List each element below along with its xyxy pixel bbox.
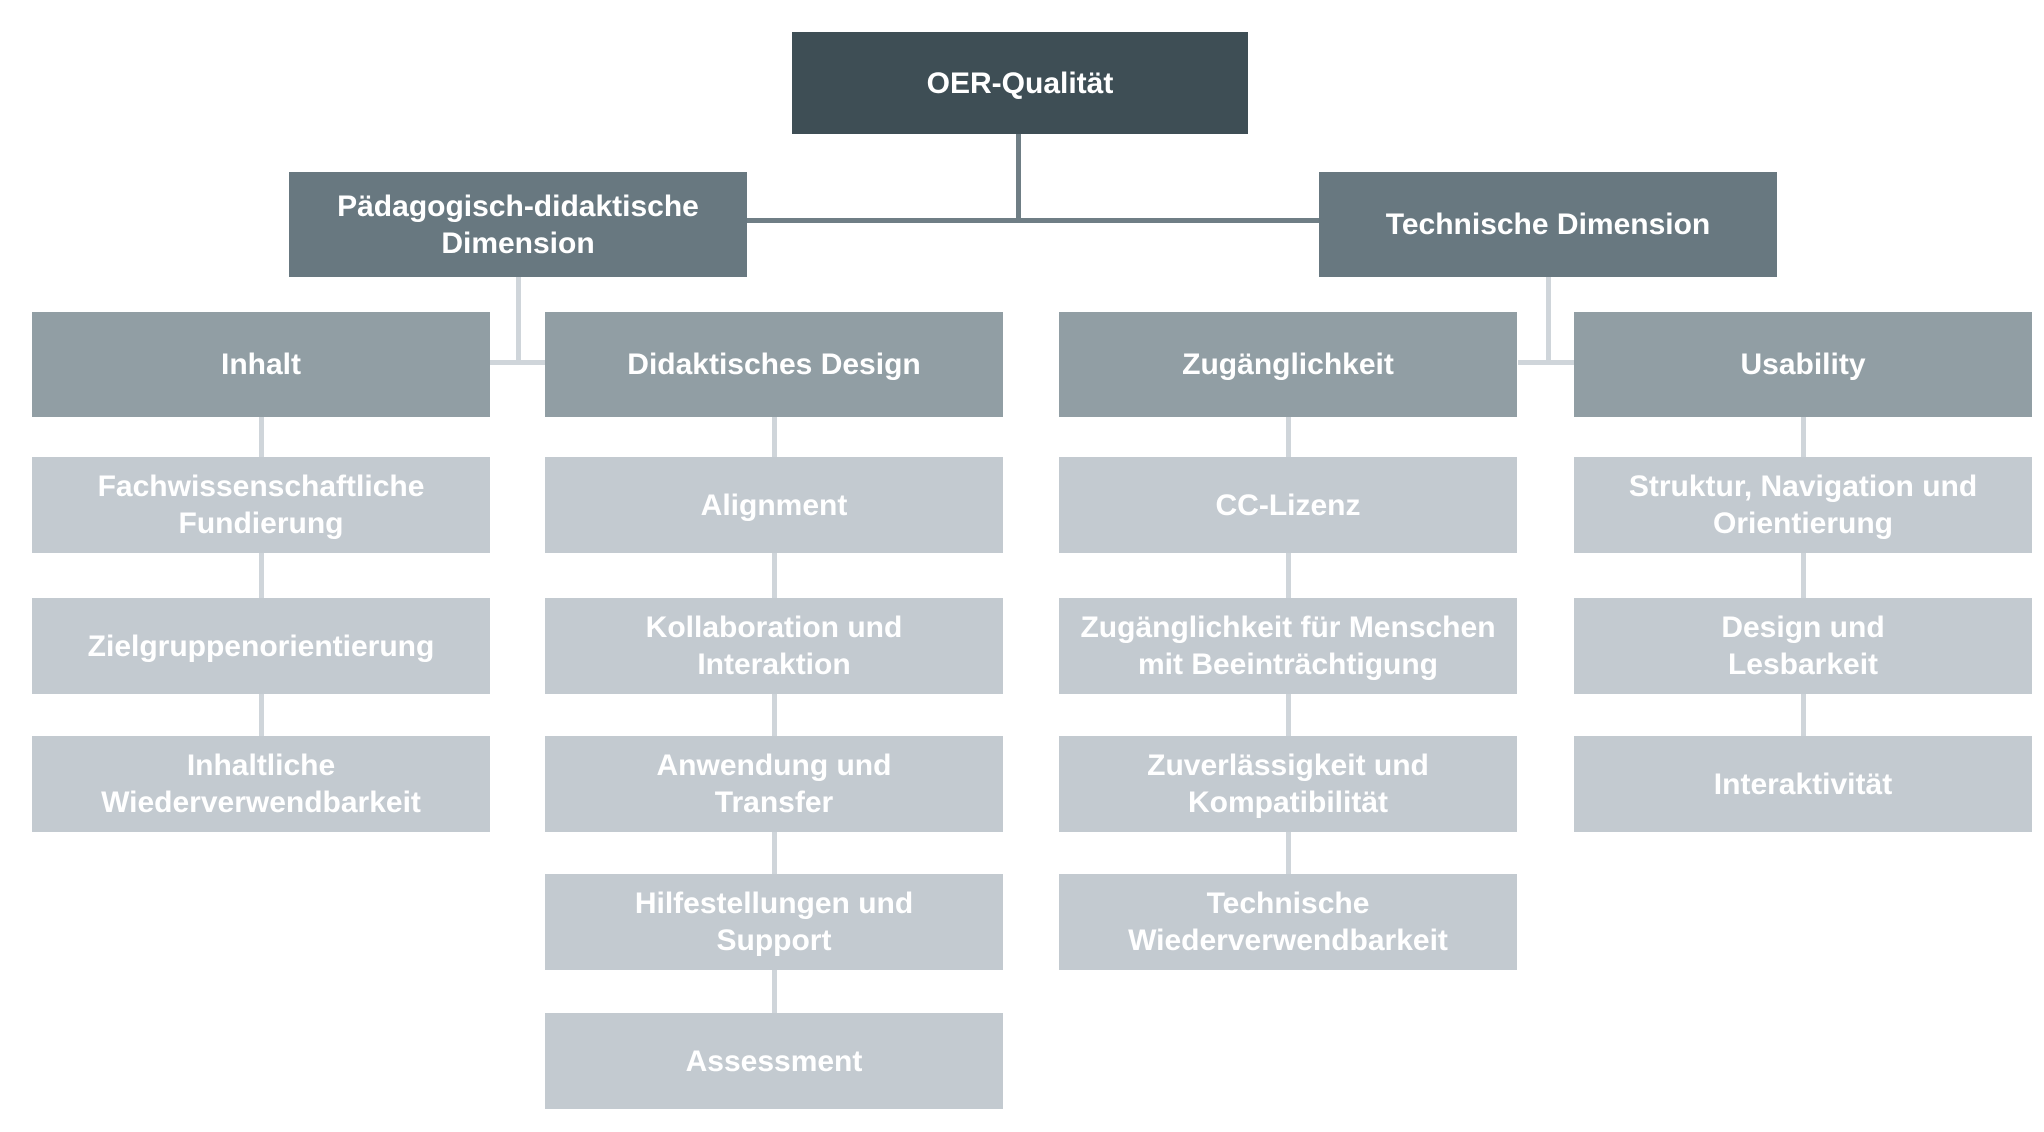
connector-col1-seg2 [259,553,264,598]
node-inhaltliche-wiederverwendbarkeit: Inhaltliche Wiederverwendbarkeit [32,736,490,832]
connector-paedagogisch-vertical [516,277,521,363]
connector-col4-seg2 [1801,553,1806,598]
connector-col1-seg3 [259,694,264,736]
node-struktur-navigation-orientierung: Struktur, Navigation und Orientierung [1574,457,2032,553]
node-oer-qualitaet: OER-Qualität [792,32,1248,134]
node-zugaenglichkeit: Zugänglichkeit [1059,312,1517,417]
connector-paedagogisch-stub [490,360,545,365]
node-didaktisches-design: Didaktisches Design [545,312,1003,417]
node-usability: Usability [1574,312,2032,417]
node-hilfestellungen-und-support: Hilfestellungen und Support [545,874,1003,970]
node-fachwissenschaftliche-fundierung: Fachwissenschaftliche Fundierung [32,457,490,553]
connector-technische-vertical [1546,277,1551,363]
connector-dimensions-horizontal [747,218,1319,223]
connector-col2-seg1 [772,417,777,457]
connector-col4-seg3 [1801,694,1806,736]
node-anwendung-und-transfer: Anwendung und Transfer [545,736,1003,832]
node-design-und-lesbarkeit: Design und Lesbarkeit [1574,598,2032,694]
connector-col4-seg1 [1801,417,1806,457]
connector-col3-seg4 [1286,832,1291,874]
connector-col1-seg1 [259,417,264,457]
connector-col3-seg2 [1286,553,1291,598]
node-inhalt: Inhalt [32,312,490,417]
node-technische-wiederverwendbarkeit: Technische Wiederverwendbarkeit [1059,874,1517,970]
connector-col3-seg1 [1286,417,1291,457]
node-kollaboration-und-interaktion: Kollaboration und Interaktion [545,598,1003,694]
node-cc-lizenz: CC-Lizenz [1059,457,1517,553]
node-zugaenglichkeit-menschen-beeintraechtigung: Zugänglichkeit für Menschen mit Beeinträ… [1059,598,1517,694]
connector-technische-stub [1518,360,1574,365]
connector-col2-seg5 [772,970,777,1013]
connector-col2-seg3 [772,694,777,736]
connector-col3-seg3 [1286,694,1291,736]
node-technische-dimension: Technische Dimension [1319,172,1777,277]
node-zuverlaessigkeit-und-kompatibilitaet: Zuverlässigkeit und Kompatibilität [1059,736,1517,832]
connector-col2-seg4 [772,832,777,874]
node-paedagogisch-didaktische-dimension: Pädagogisch-didaktische Dimension [289,172,747,277]
node-interaktivitaet: Interaktivität [1574,736,2032,832]
node-zielgruppenorientierung: Zielgruppenorientierung [32,598,490,694]
connector-root-vertical [1016,134,1021,221]
node-assessment: Assessment [545,1013,1003,1109]
node-alignment: Alignment [545,457,1003,553]
connector-col2-seg2 [772,553,777,598]
